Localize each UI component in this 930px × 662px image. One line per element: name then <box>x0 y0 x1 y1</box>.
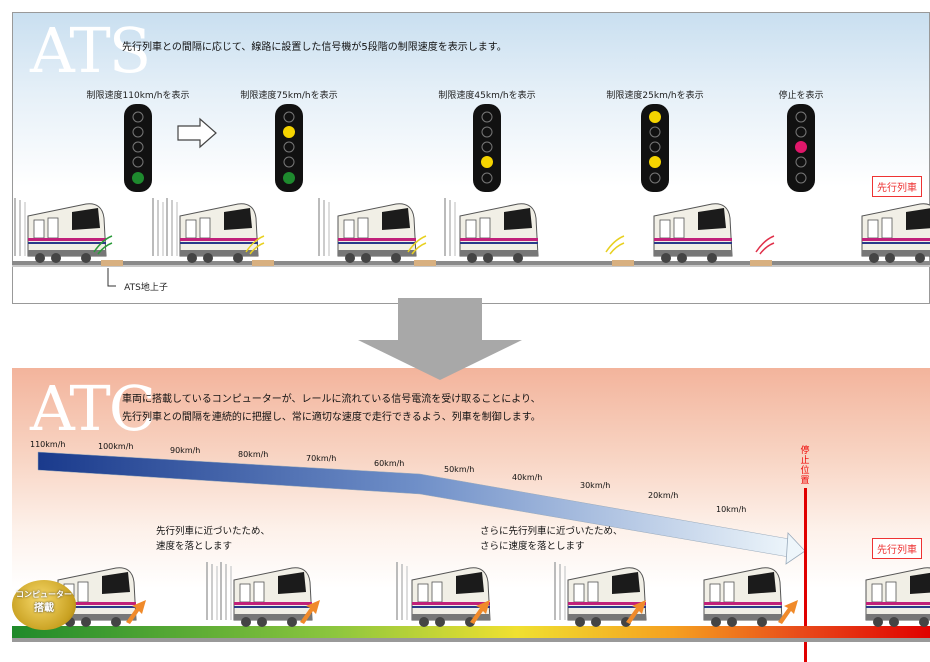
ats-signal-4 <box>641 104 669 192</box>
ats-signal-2-label: 制限速度75km/hを表示 <box>240 91 338 101</box>
ats-lead-train-label: 先行列車 <box>872 176 922 197</box>
speed-label-60: 60km/h <box>374 459 405 468</box>
ats-train-5 <box>653 203 733 264</box>
ats-signal-3-label: 制限速度45km/hを表示 <box>438 91 536 101</box>
ats-train-2 <box>152 198 259 264</box>
ats-signal-2 <box>275 104 303 192</box>
ats-lead-train <box>861 203 930 264</box>
atc-train-5 <box>703 567 783 628</box>
speed-label-20: 20km/h <box>648 491 679 500</box>
speed-label-70: 70km/h <box>306 454 337 463</box>
stop-position-label: 停止位置 <box>800 446 810 486</box>
atc-note-1-line1: 先行列車に近づいたため、 <box>156 526 271 537</box>
signal-current-arrow-icon <box>470 600 490 624</box>
ground-unit-leader-line <box>107 268 116 287</box>
ats-signal-1 <box>124 104 152 192</box>
ats-signal-5-label: 停止を表示 <box>778 91 824 101</box>
ats-signal-4-label: 制限速度25km/hを表示 <box>606 91 704 101</box>
atc-lead-train-label: 先行列車 <box>872 538 922 559</box>
ats-signal-5 <box>787 104 815 192</box>
speed-label-50: 50km/h <box>444 465 475 474</box>
down-arrow-icon <box>358 298 522 380</box>
signal-current-arrow-icon <box>300 600 320 624</box>
computer-badge-line2: 搭載 <box>34 603 54 614</box>
ats-rail <box>12 261 930 267</box>
ats-train-3 <box>318 198 417 264</box>
computer-onboard-badge: コンピューター 搭載 <box>12 580 76 630</box>
atc-lead-train <box>865 567 930 628</box>
speed-label-100: 100km/h <box>98 442 134 451</box>
ats-train-1 <box>14 198 107 264</box>
speed-label-80: 80km/h <box>238 450 269 459</box>
atc-train-2 <box>206 562 313 628</box>
atc-rail <box>12 626 930 642</box>
atc-note-1-line2: 速度を落とします <box>156 541 233 552</box>
signal-current-arrow-icon <box>778 600 798 624</box>
ats-signal-1-label: 制限速度110km/hを表示 <box>86 91 190 101</box>
atc-description-line2: 先行列車との間隔を連続的に把握し、常に適切な速度で走行できるよう、列車を制御しま… <box>122 412 541 423</box>
speed-label-30: 30km/h <box>580 481 611 490</box>
speed-band-arrowhead <box>785 532 806 565</box>
ats-signal-3 <box>473 104 501 192</box>
signal-current-arrow-icon <box>126 600 146 624</box>
right-arrow-icon <box>177 117 217 149</box>
ats-description: 先行列車との間隔に応じて、線路に設置した信号機が5段階の制限速度を表示します。 <box>122 42 507 53</box>
ats-ground-unit-3 <box>407 235 436 266</box>
speed-label-40: 40km/h <box>512 473 543 482</box>
atc-description-line1: 車両に搭載しているコンピューターが、レールに流れている信号電流を受け取ることによ… <box>122 394 541 405</box>
stop-position-line <box>804 488 807 662</box>
ats-train-4 <box>444 198 539 264</box>
ats-ground-unit-2 <box>245 235 274 266</box>
atc-note-2-line1: さらに先行列車に近づいたため、 <box>480 526 623 537</box>
ats-title: ATS <box>30 14 151 87</box>
speed-label-90: 90km/h <box>170 446 201 455</box>
speed-band <box>37 451 796 559</box>
speed-label-110: 110km/h <box>30 440 66 449</box>
ats-ground-unit-1 <box>93 235 123 266</box>
ats-ground-unit-4 <box>605 235 634 266</box>
ats-ground-unit-5 <box>750 235 775 266</box>
speed-label-10: 10km/h <box>716 505 747 514</box>
signal-current-arrow-icon <box>626 600 646 624</box>
ats-ground-unit-label: ATS地上子 <box>124 283 168 293</box>
computer-badge-line1: コンピューター <box>16 590 72 599</box>
atc-note-2-line2: さらに速度を落とします <box>480 541 585 552</box>
atc-title: ATC <box>30 372 156 445</box>
